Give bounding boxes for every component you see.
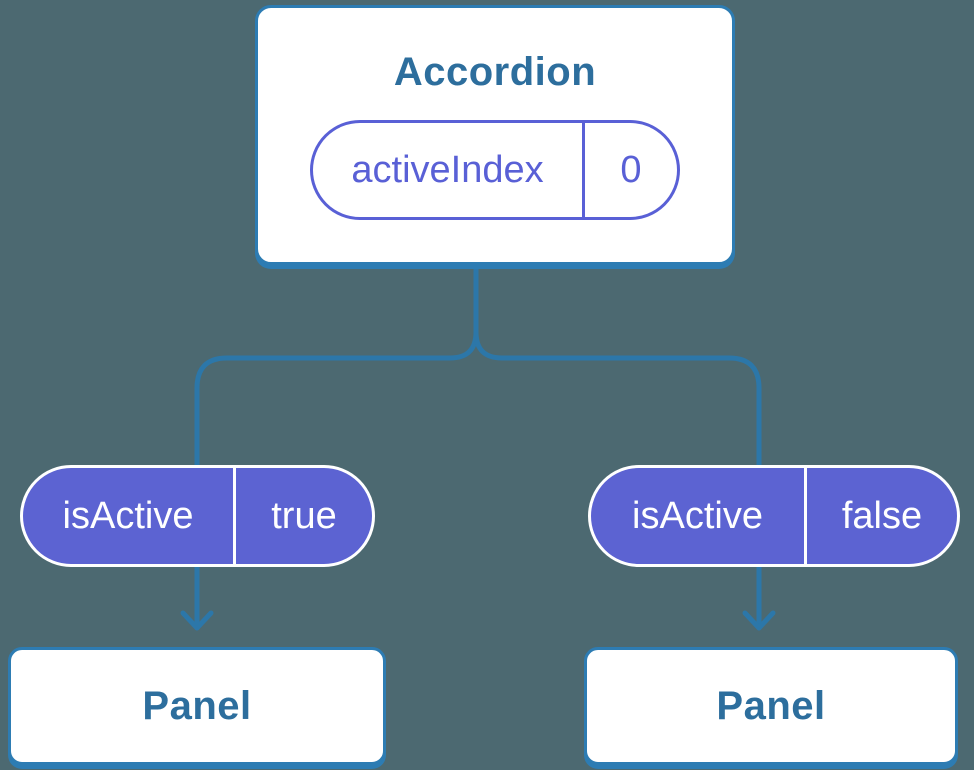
- accordion-title: Accordion: [393, 50, 597, 94]
- connector-left-branch: [194, 259, 479, 629]
- accordion-node-card: Accordion activeIndex 0: [255, 5, 735, 265]
- connector-right-branch: [473, 259, 762, 629]
- prop-value-label: true: [271, 494, 337, 537]
- prop-name-label: isActive: [591, 468, 807, 564]
- arrowhead-down-icon: [180, 610, 214, 631]
- panel-node-card-left: Panel: [8, 647, 386, 765]
- state-value-label: 0: [620, 148, 642, 191]
- panel-title: Panel: [142, 683, 252, 728]
- prop-pill-isactive-false: isActive false: [588, 465, 960, 567]
- panel-title: Panel: [716, 683, 826, 728]
- prop-value-label: false: [841, 494, 923, 537]
- prop-name-label: isActive: [23, 468, 236, 564]
- panel-node-card-right: Panel: [584, 647, 958, 765]
- state-pill-activeindex: activeIndex 0: [310, 120, 680, 220]
- state-name-label: activeIndex: [313, 123, 585, 217]
- arrowhead-down-icon: [742, 610, 776, 631]
- prop-pill-isactive-true: isActive true: [20, 465, 375, 567]
